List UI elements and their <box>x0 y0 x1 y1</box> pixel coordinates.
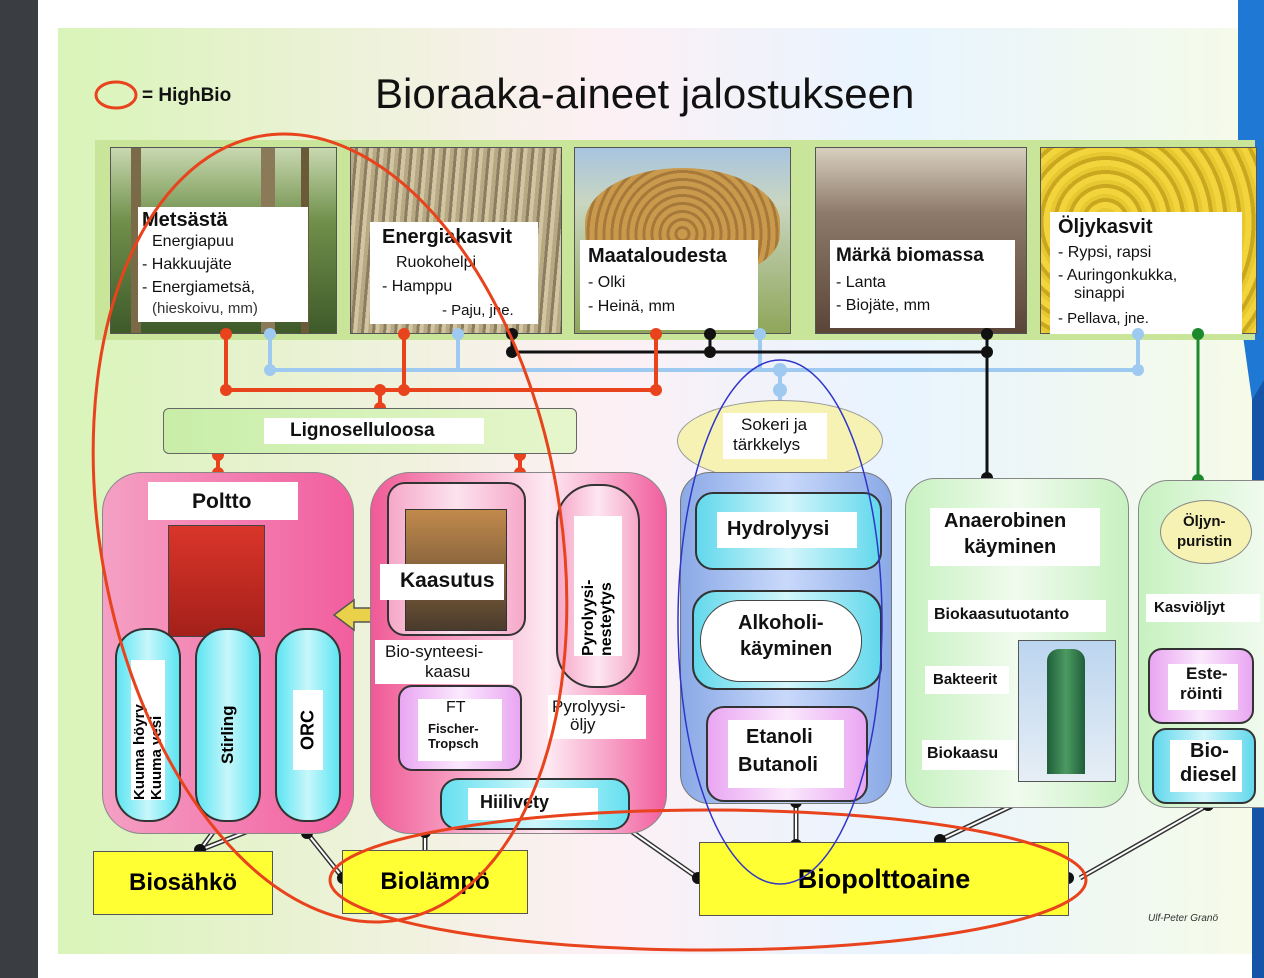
pyrolyysioljy-box: Pyrolyysi- öljy <box>548 695 646 739</box>
biokaasu-label: Biokaasu <box>927 745 999 762</box>
anaerobinen-title-box: Anaerobinen käyminen <box>930 508 1100 566</box>
bakteerit-label: Bakteerit <box>933 671 998 688</box>
legend-label: = HighBio <box>142 85 232 106</box>
kaasutus-title: Kaasutus <box>400 569 495 592</box>
lignoselluloosa-label: Lignoselluloosa <box>290 420 435 441</box>
highbio-wood-outline <box>91 132 569 924</box>
lignoselluloosa-bar: Lignoselluloosa <box>163 408 577 454</box>
source-label-metsasta: Metsästä Energiapuu - Hakkuujäte - Energ… <box>138 207 308 322</box>
sugar-chain-outline <box>677 359 883 885</box>
hydrolyysi-tank: Hydrolyysi <box>695 492 882 570</box>
hydrolyysi-label: Hydrolyysi <box>727 518 830 540</box>
biodiesel-tank: Bio- diesel <box>1152 728 1256 804</box>
poltto-title-box: Poltto <box>148 482 298 520</box>
biolampo-output: Biolämpö <box>342 850 528 914</box>
alkoholi-cloud <box>700 600 862 682</box>
kasvioljyt-label: Kasviöljyt <box>1154 599 1225 616</box>
sokeri-tarkkelys-node: Sokeri ja tärkkelys <box>677 400 883 482</box>
oljynpuristin-node: Öljyn- puristin <box>1160 500 1252 564</box>
synteesikaasu-box: Bio-synteesi- kaasu <box>375 640 513 684</box>
page-title: Bioraaka-aineet jalostukseen <box>375 70 915 117</box>
alkoholikayminen-tank: Alkoholi- käyminen <box>692 590 882 690</box>
ft-tank: FT Fischer- Tropsch <box>398 685 522 771</box>
biosahko-output: Biosähkö <box>93 851 273 915</box>
etanoli-tank: Etanoli Butanoli <box>706 706 868 802</box>
credit: Ulf-Peter Granö <box>1148 913 1219 924</box>
sokeri-label: Sokeri ja <box>741 415 808 434</box>
stirling-tube: Stirling <box>195 628 261 822</box>
source-label-maataloudesta: Maataloudesta - Olki - Heinä, mm <box>580 240 758 330</box>
esterointi-tank: Este- röinti <box>1148 648 1254 724</box>
pyrolyysi-tank: Pyrolyysi-nesteytys <box>556 484 640 688</box>
kaasutus-title-box: Kaasutus <box>380 564 504 600</box>
source-label-marka-biomassa: Märkä biomassa - Lanta - Biojäte, mm <box>830 240 1015 328</box>
kuuma-hoyry-tube: Kuuma höyry Kuuma vesi <box>115 628 181 822</box>
highbio-legend-icon <box>94 80 138 110</box>
source-label-oljykasvit: Öljykasvit - Rypsi, rapsi - Auringonkukk… <box>1050 212 1242 334</box>
biokaasutuotanto-label: Biokaasutuotanto <box>934 606 1070 623</box>
poltto-title: Poltto <box>192 490 252 513</box>
highbio-output-outline <box>328 808 1088 952</box>
biogas-plant-image <box>1018 640 1116 782</box>
tarkkelys-label: tärkkelys <box>733 435 801 454</box>
orc-tube: ORC <box>275 628 341 822</box>
